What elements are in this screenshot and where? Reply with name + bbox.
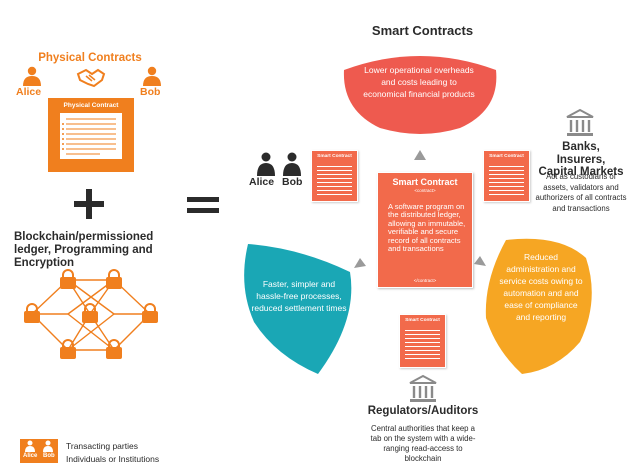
alice-person-icon xyxy=(23,66,41,86)
mini-contract-card-left: Smart Contract xyxy=(311,150,358,202)
bob-person-icon xyxy=(143,66,161,86)
left-benefit-lobe xyxy=(244,244,352,374)
alice-label: Alice xyxy=(16,86,42,98)
mini-card-label: Smart Contract xyxy=(317,154,352,159)
arrow-right-icon xyxy=(474,256,486,266)
plus-sign-icon xyxy=(74,189,104,219)
legend-bob: Bob xyxy=(43,453,55,459)
right-lobe-text: Reduced administration and service costs… xyxy=(499,252,583,322)
banks-title: Banks, Insurers, Capital Markets xyxy=(538,141,624,178)
mini-card-label: Smart Contract xyxy=(405,318,440,323)
physical-contracts-title: Physical Contracts xyxy=(38,52,142,64)
physical-contract-card-title: Physical Contract xyxy=(63,102,119,109)
parties-alice-label: Alice xyxy=(249,176,275,188)
blockchain-network-icon xyxy=(24,269,158,359)
document-lines-icon xyxy=(62,118,116,155)
bob-label: Bob xyxy=(140,86,161,98)
smart-contracts-title: Smart Contracts xyxy=(371,23,474,38)
central-smart-contract-card: Smart Contract <contract> A software pro… xyxy=(377,172,473,288)
blockchain-title: Blockchain/permissioned ledger, Programm… xyxy=(14,231,154,269)
arrow-left-icon xyxy=(354,258,366,268)
legend-line-2: Individuals or Institutions xyxy=(66,454,160,464)
handshake-icon xyxy=(76,68,106,88)
left-lobe-text: Faster, simpler and hassle-free processe… xyxy=(251,279,347,313)
central-card-tag-close: </contract> xyxy=(413,278,437,283)
regulator-building-icon xyxy=(409,374,437,402)
physical-contract-document: Physical Contract xyxy=(48,98,134,172)
equals-sign-icon xyxy=(187,197,219,215)
mini-contract-card-right: Smart Contract xyxy=(483,150,530,202)
legend-line-1: Transacting parties xyxy=(66,441,138,451)
top-lobe-text: Lower operational overheads and costs le… xyxy=(363,65,475,99)
legend-people-icon xyxy=(25,440,53,452)
central-card-body: A software program on the distributed le… xyxy=(388,202,466,254)
legend-alice: Alice xyxy=(23,453,38,459)
mini-card-lines xyxy=(489,163,524,195)
arrow-up-icon xyxy=(414,150,426,160)
regulators-title: Regulators/Auditors xyxy=(367,405,479,417)
banks-description: Act as custodians of assets, validators … xyxy=(535,172,627,213)
mini-contract-card-bottom: Smart Contract xyxy=(399,314,446,368)
parties-people-icon xyxy=(257,152,301,176)
regulators-description: Central authorities that keep a tab on t… xyxy=(370,424,476,463)
parties-bob-label: Bob xyxy=(282,176,303,188)
central-card-title: Smart Contract xyxy=(392,177,458,187)
mini-card-label: Smart Contract xyxy=(489,154,524,159)
right-benefit-lobe xyxy=(485,238,592,374)
mini-card-lines xyxy=(405,327,440,361)
bank-building-icon xyxy=(566,108,594,136)
document-lines xyxy=(60,113,122,159)
central-card-tag-open: <contract> xyxy=(414,188,436,193)
mini-card-lines xyxy=(317,163,352,195)
top-benefit-lobe xyxy=(343,56,497,134)
legend-icon-box: Alice Bob xyxy=(20,439,58,463)
